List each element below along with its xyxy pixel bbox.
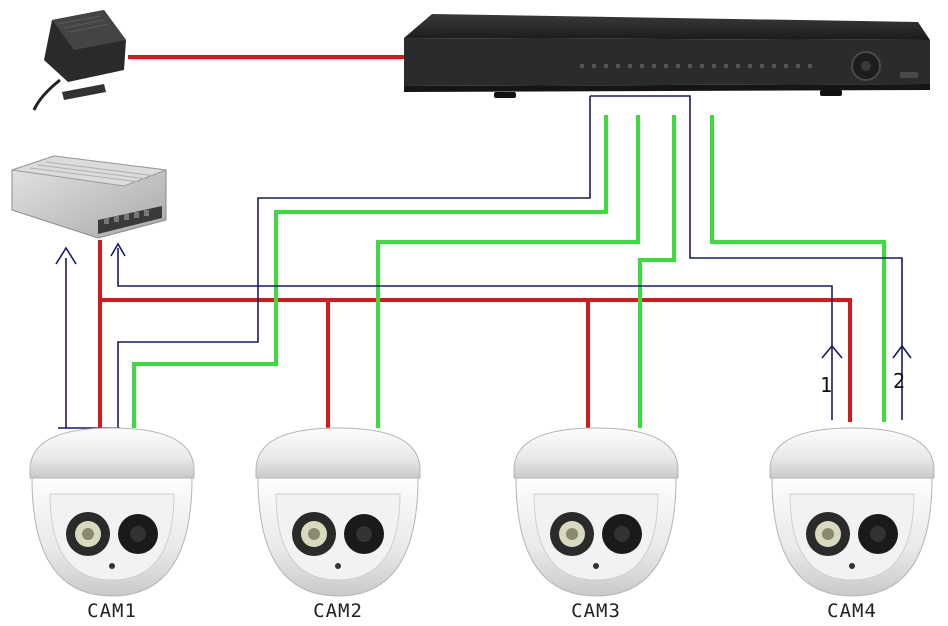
cameras: CAM1 CAM2 xyxy=(29,427,935,622)
arrow-up-psu-b-icon xyxy=(110,242,126,257)
wires: 1 2 xyxy=(55,55,912,429)
cam1-label: CAM1 xyxy=(87,600,137,622)
video-wires xyxy=(132,115,886,428)
arrow-up-marker-1-icon xyxy=(821,344,843,359)
marker-2: 2 xyxy=(893,369,905,393)
arrow-up-psu-a-icon xyxy=(55,246,77,265)
marker-1: 1 xyxy=(820,373,832,397)
signal-wires xyxy=(58,95,903,429)
dome-camera-icon xyxy=(513,427,679,597)
power-wires xyxy=(98,55,852,428)
video-wire-cam2 xyxy=(376,115,640,428)
video-wire-cam3 xyxy=(638,115,676,428)
dome-camera-icon xyxy=(255,427,421,597)
video-wire-cam4 xyxy=(710,115,886,422)
signal-line-psu-b xyxy=(117,248,833,420)
power-supply-unit-icon xyxy=(11,155,167,239)
cam2-label: CAM2 xyxy=(313,600,363,622)
signal-wire-cam1 xyxy=(117,96,591,428)
signal-loop-dvr xyxy=(590,95,903,420)
camera-cam4: CAM4 xyxy=(769,427,935,622)
dvr-recorder-icon xyxy=(404,14,930,98)
arrow-up-marker-2-icon xyxy=(892,344,912,359)
camera-cam1: CAM1 xyxy=(29,427,195,622)
cam3-label: CAM3 xyxy=(571,600,621,622)
dome-camera-icon xyxy=(769,427,935,597)
video-wire-cam1 xyxy=(132,115,608,428)
camera-cam3: CAM3 xyxy=(513,427,679,622)
power-bus xyxy=(98,240,852,422)
power-adapter-icon xyxy=(32,10,126,111)
cam4-label: CAM4 xyxy=(827,600,877,622)
camera-cam2: CAM2 xyxy=(255,427,421,622)
dome-camera-icon xyxy=(29,427,195,597)
arrows xyxy=(55,242,912,359)
